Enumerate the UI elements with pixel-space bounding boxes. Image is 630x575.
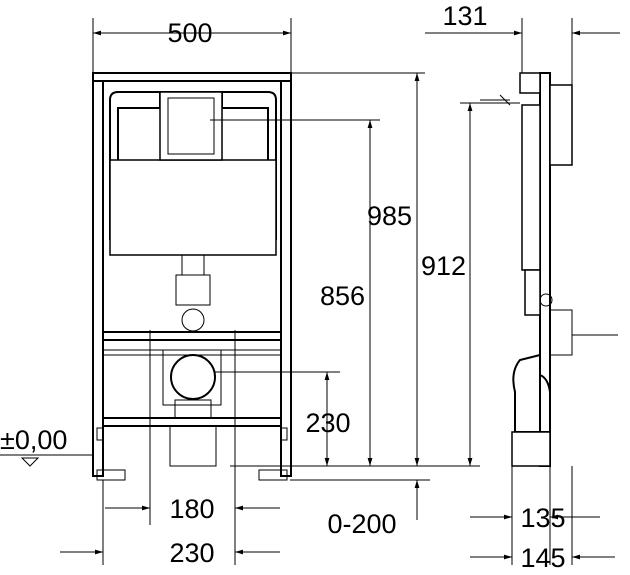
dim-width-500: 500: [167, 18, 212, 48]
dim-height-912: 912: [421, 251, 466, 281]
dim-height-230: 230: [305, 408, 350, 438]
dim-height-856: 856: [320, 281, 365, 311]
floor-level-triangle-icon: [20, 457, 40, 467]
dim-height-985: 985: [367, 201, 412, 231]
front-view-frame: [92, 72, 292, 481]
dim-spacing-180: 180: [169, 494, 214, 524]
extension-lines: [92, 18, 573, 565]
dim-depth-131: 131: [442, 1, 487, 31]
side-view-frame: [480, 72, 618, 467]
dim-depth-135: 135: [520, 503, 565, 533]
dim-depth-145: 145: [520, 543, 565, 573]
dimension-lines: [0, 30, 620, 565]
dim-floor-level: ±0,00: [0, 425, 67, 455]
dim-leg-0-200: 0-200: [327, 509, 396, 539]
dim-spacing-230: 230: [169, 538, 214, 568]
